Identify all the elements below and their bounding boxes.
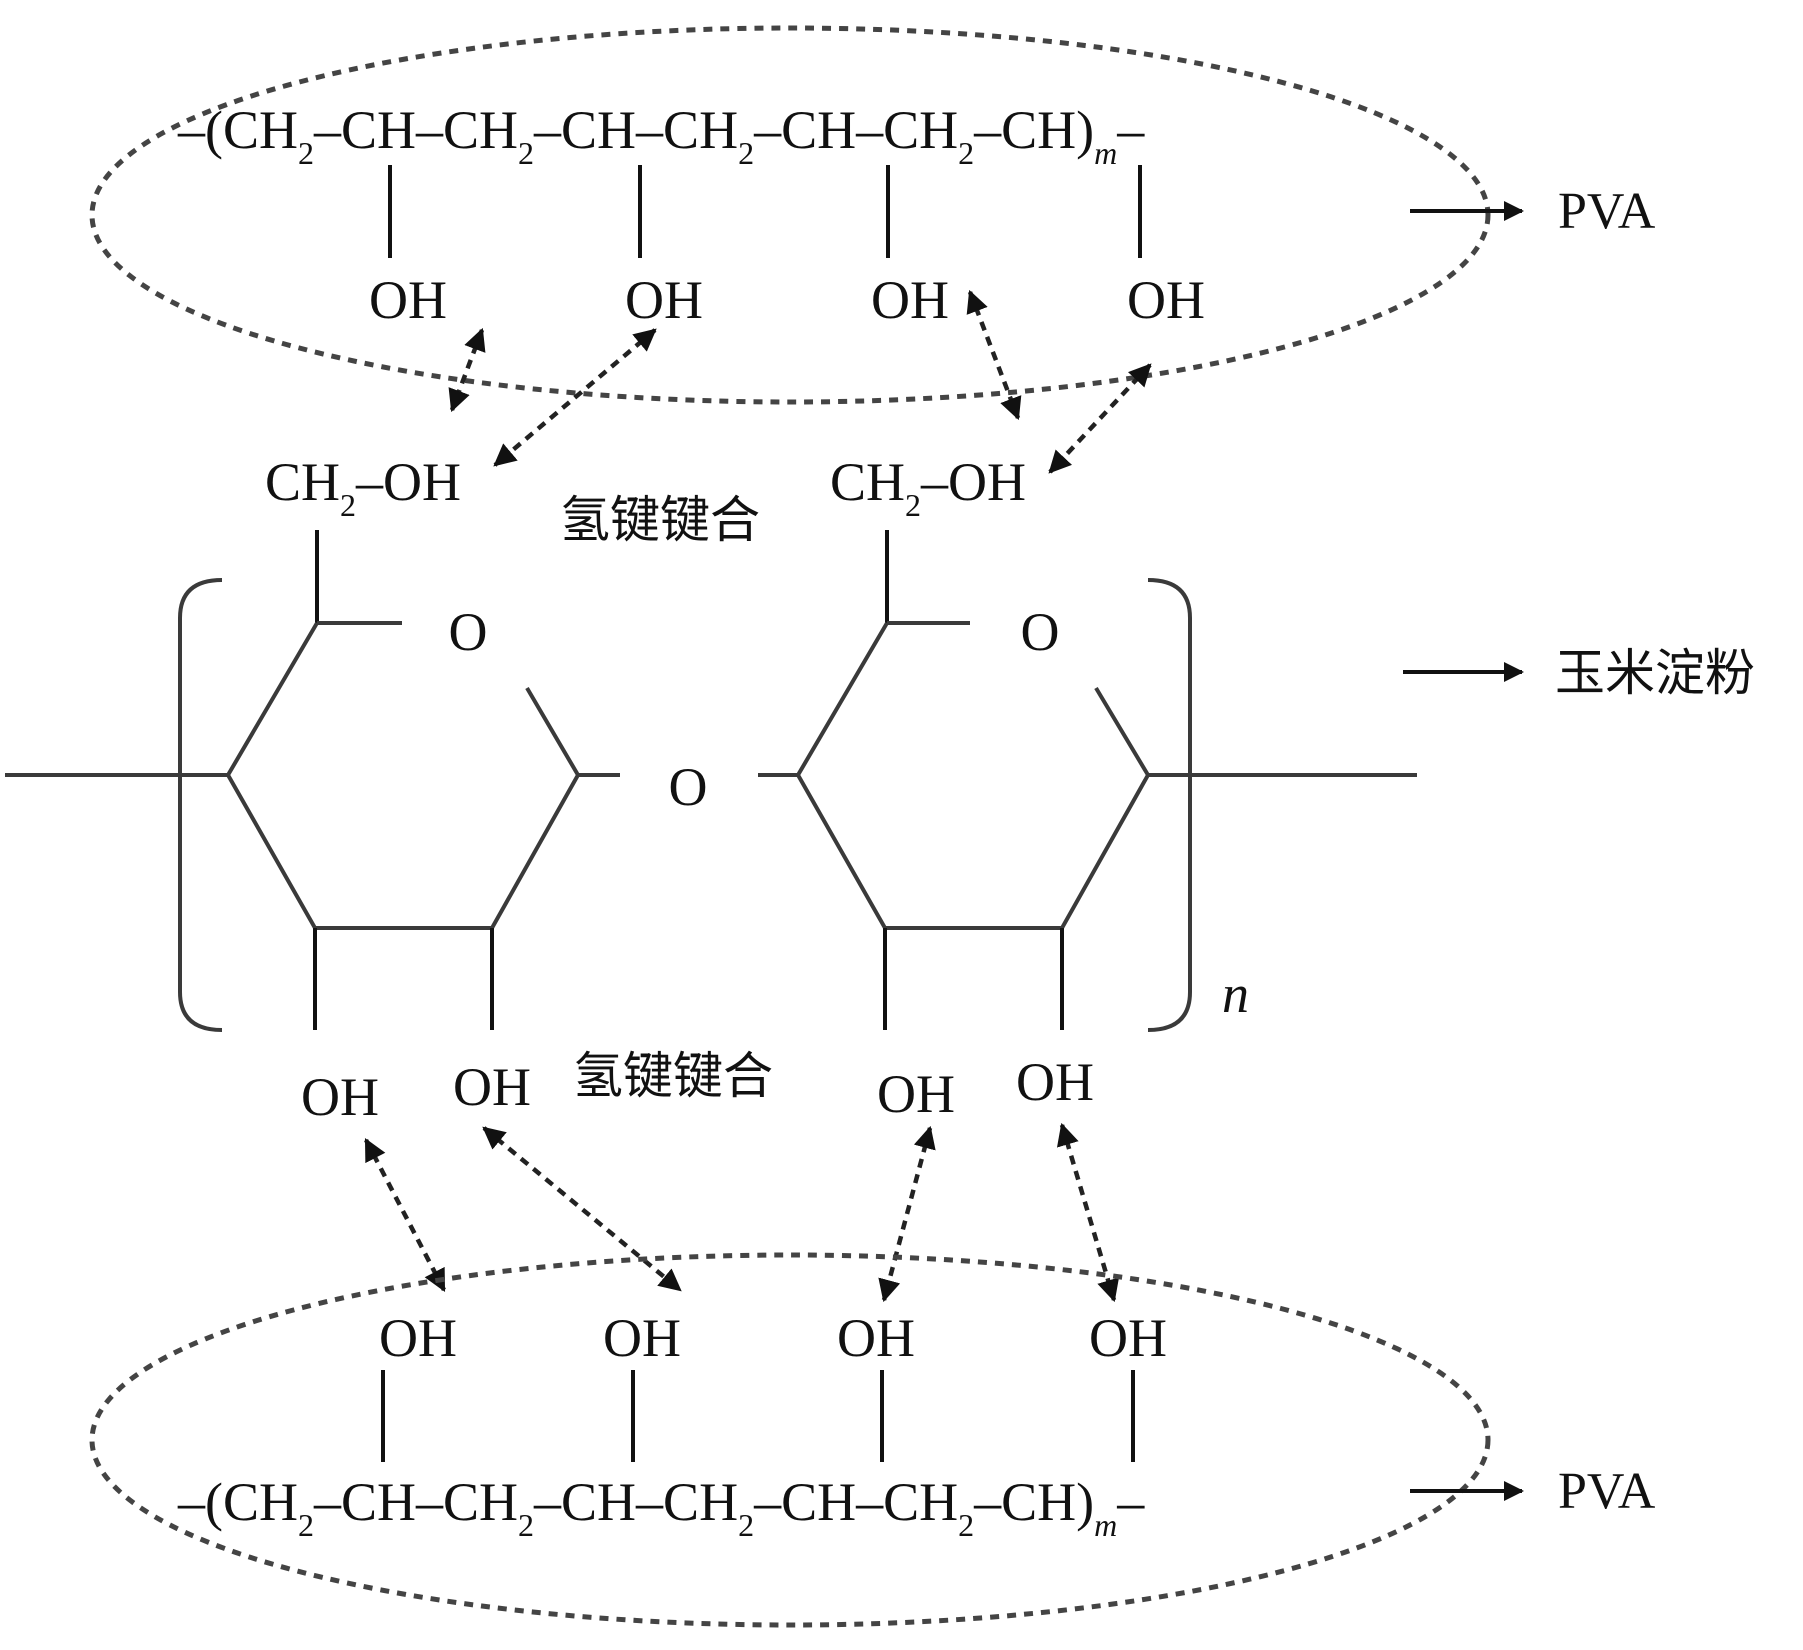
pva-bottom-oh-3: OH bbox=[837, 1308, 915, 1368]
ring-oxygen-right: O bbox=[1021, 602, 1060, 662]
pva-top-oh-4: OH bbox=[1127, 270, 1205, 330]
legend-pva-bottom: PVA bbox=[1410, 1463, 1656, 1520]
starch-unit: CH2–OH CH2–OH 氢键键合 氢键键合 O O bbox=[5, 452, 1417, 1127]
hbond-top-4 bbox=[1048, 363, 1152, 474]
pva-bottom-oh-2: OH bbox=[603, 1308, 681, 1368]
legend-pva-top-label: PVA bbox=[1558, 183, 1656, 240]
ring-oxygen-left: O bbox=[449, 602, 488, 662]
hbond-bottom-2 bbox=[482, 1126, 682, 1292]
glycosidic-oxygen: O bbox=[669, 757, 708, 817]
pva-top-dashed-ellipse bbox=[89, 25, 1491, 405]
hbond-bottom-1 bbox=[364, 1138, 446, 1292]
hydrogen-bonds-top bbox=[448, 289, 1152, 474]
hbond-top-1 bbox=[448, 327, 486, 413]
hbond-bottom-3 bbox=[878, 1125, 936, 1303]
starch-oh-2: OH bbox=[453, 1057, 531, 1117]
pva-bottom-chain: –(CH2–CH–CH2–CH–CH2–CH–CH2–CH)m– bbox=[177, 1472, 1145, 1543]
legend-pva-bottom-label: PVA bbox=[1558, 1463, 1656, 1520]
starch-oh-1: OH bbox=[301, 1067, 379, 1127]
starch-oh-4: OH bbox=[1016, 1052, 1094, 1112]
legend-starch: 玉米淀粉 bbox=[1403, 644, 1755, 702]
hbond-top-3 bbox=[966, 289, 1022, 421]
hydrogen-bonds-bottom bbox=[364, 1122, 1120, 1303]
hbond-top-2 bbox=[493, 328, 657, 467]
legend-pva-top: PVA bbox=[1410, 183, 1656, 240]
legend-starch-label: 玉米淀粉 bbox=[1555, 644, 1755, 702]
starch-oh-3: OH bbox=[877, 1064, 955, 1124]
pva-top-chain: –(CH2–CH–CH2–CH–CH2–CH–CH2–CH)m– bbox=[177, 100, 1145, 171]
pva-top-oh-2: OH bbox=[625, 270, 703, 330]
pva-bottom: OH OH OH OH –(CH2–CH–CH2–CH–CH2–CH–CH2–C… bbox=[89, 1252, 1491, 1628]
repeat-bracket-left bbox=[178, 578, 223, 1032]
hydrogen-bond-label-bottom: 氢键键合 bbox=[573, 1047, 773, 1105]
starch-ch2oh-left: CH2–OH bbox=[265, 452, 461, 523]
starch-ch2oh-right: CH2–OH bbox=[830, 452, 1026, 523]
pva-top-oh-1: OH bbox=[369, 270, 447, 330]
pva-top: –(CH2–CH–CH2–CH–CH2–CH–CH2–CH)m– OH OH O… bbox=[89, 25, 1491, 405]
glucose-ring-right: O bbox=[758, 530, 1151, 1030]
pva-bottom-oh-4: OH bbox=[1089, 1308, 1167, 1368]
pva-top-oh-3: OH bbox=[871, 270, 949, 330]
repeat-bracket-right bbox=[1147, 578, 1192, 1032]
pva-bottom-dashed-ellipse bbox=[89, 1252, 1491, 1628]
glucose-ring-left: O bbox=[225, 530, 620, 1030]
hbond-bottom-4 bbox=[1056, 1122, 1120, 1303]
hydrogen-bond-label-top: 氢键键合 bbox=[560, 491, 760, 549]
starch-repeat-n: n bbox=[1222, 964, 1249, 1024]
pva-bottom-oh-1: OH bbox=[379, 1308, 457, 1368]
